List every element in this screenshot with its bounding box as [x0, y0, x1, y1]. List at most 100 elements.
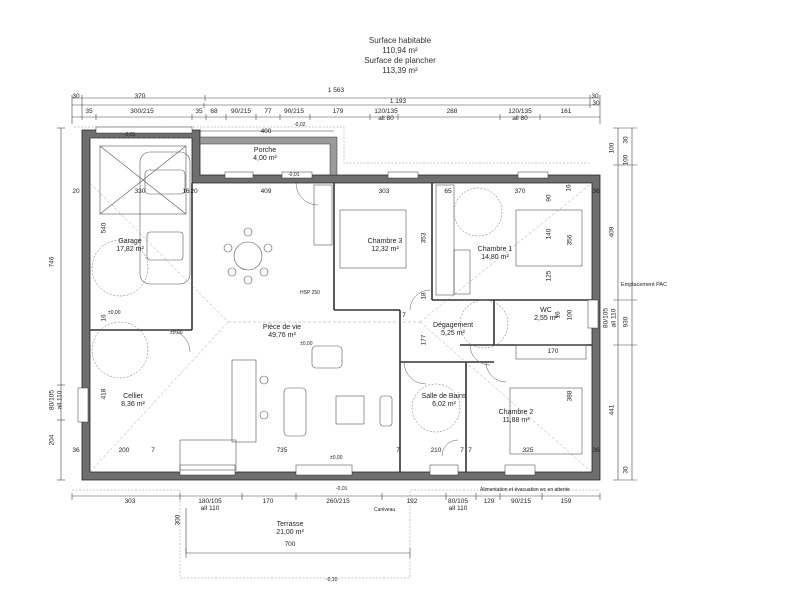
dim-r3-120b: 120/135 — [508, 108, 532, 115]
room-wc-area: 2,55 m² — [534, 315, 558, 322]
dim-bottom-90: 90/215 — [511, 498, 531, 505]
dim-terrace-700: 700 — [284, 541, 296, 548]
bedroom-furniture — [313, 184, 587, 455]
dim-garage-16: 16 — [182, 188, 190, 195]
roof-lines — [89, 137, 593, 473]
dim-36: 36 — [592, 188, 600, 195]
dim-right-100b: 100 — [622, 154, 630, 166]
dim-living-409: 409 — [260, 188, 272, 195]
surface-plancher-value: 113,39 m² — [382, 66, 418, 75]
room-chambre3-name: Chambre 3 — [367, 238, 403, 245]
dim-210: 210 — [430, 447, 442, 454]
note-caniveau: Caniveau — [374, 507, 396, 513]
dim-top-370: 370 — [134, 93, 146, 100]
dim-bottom-129: 129 — [483, 498, 495, 505]
dim-porch-400: 400 — [260, 128, 272, 135]
dim-top-1193: 1 193 — [389, 98, 407, 105]
dim-bottom-all110b: all 110 — [448, 505, 468, 512]
dim-r3-35a: 35 — [85, 108, 93, 115]
room-piece-de-vie-name: Pièce de vie — [262, 324, 302, 331]
room-cellier-name: Cellier — [123, 393, 143, 400]
dim-bottom-260: 260/215 — [326, 498, 350, 505]
room-salle-de-bains-area: 6,02 m² — [432, 401, 456, 408]
room-chambre2-area: 11,88 m² — [502, 417, 530, 424]
level-cellier-b: ±0,00 — [170, 330, 183, 336]
room-salle-de-bains-name: Salle de Bains — [421, 393, 467, 400]
room-piece-de-vie-area: 49,76 m² — [268, 332, 296, 339]
level-bottom-wall: ±0,00 — [330, 455, 343, 461]
dim-353: 353 — [420, 232, 428, 244]
level-cellier-a: ±0,00 — [108, 310, 121, 316]
garage-car — [99, 145, 191, 285]
dim-terrace-300: 300 — [174, 514, 182, 526]
dim-r3-90b: 90/215 — [284, 108, 304, 115]
dim-7-a: 7 — [402, 312, 406, 319]
dimension-lines — [57, 95, 637, 558]
dim-140: 140 — [545, 228, 553, 240]
dim-125: 125 — [545, 270, 553, 282]
dim-right-80-105: 80/105 — [602, 308, 610, 328]
dim-right-30b: 30 — [622, 466, 630, 474]
dim-right-930: 930 — [622, 316, 630, 328]
level-top-a: -0,01 — [124, 132, 136, 138]
dim-garage-330: 330 — [134, 188, 146, 195]
dim-325: 325 — [522, 447, 534, 454]
dim-r3-179: 179 — [332, 108, 344, 115]
dim-left-all110: all 110 — [56, 390, 64, 410]
dim-right-all110: all 110 — [610, 308, 618, 328]
interior-walls — [90, 183, 592, 472]
room-garage-area: 17,82 m² — [116, 246, 144, 253]
living-furniture — [179, 227, 393, 471]
dim-36-br: 36 — [592, 447, 600, 454]
level-top-b: -0,02 — [294, 122, 306, 128]
level-terrace: -0,10 — [326, 577, 338, 583]
surface-habitable-label: Surface habitable — [368, 36, 432, 45]
room-cellier-area: 8,36 m² — [121, 401, 145, 408]
dim-bottom-192: 192 — [406, 498, 418, 505]
dim-100: 100 — [566, 309, 574, 321]
dim-bottom-80-105: 80/105 — [448, 498, 468, 505]
dim-bottom-159: 159 — [560, 498, 572, 505]
dim-r3-all80a: all 80 — [378, 115, 394, 122]
dim-200: 200 — [118, 447, 130, 454]
dim-20-garage: 20 — [190, 188, 198, 195]
dim-top-total: 1 563 — [327, 87, 345, 94]
dim-bottom-170: 170 — [262, 498, 274, 505]
dim-356: 356 — [566, 234, 574, 246]
dim-170: 170 — [547, 348, 559, 355]
dim-7-c: 7 — [396, 447, 400, 454]
dim-bottom-all110a: all 110 — [200, 505, 220, 512]
dim-bottom-180: 180/105 — [198, 498, 222, 505]
surface-habitable-value: 110,94 m² — [382, 46, 418, 55]
dim-204: 204 — [48, 434, 56, 446]
dim-right-441: 441 — [608, 404, 616, 416]
dim-ch3-303: 303 — [378, 188, 390, 195]
note-hsp: HSP 250 — [300, 290, 320, 296]
room-wc-name: WC — [540, 307, 552, 314]
dim-r3-90a: 90/215 — [231, 108, 251, 115]
room-terrasse-area: 21,00 m² — [276, 529, 304, 536]
dim-177: 177 — [420, 334, 428, 346]
dim-36-bl: 36 — [72, 447, 80, 454]
doors — [167, 182, 507, 457]
room-porche-area: 4,00 m² — [253, 155, 277, 162]
level-porch: -0,01 — [288, 172, 300, 178]
dim-735: 735 — [276, 447, 288, 454]
dim-7-d: 7 — [460, 447, 464, 454]
dim-r3-300: 300/215 — [130, 108, 154, 115]
room-chambre2-name: Chambre 2 — [498, 409, 534, 416]
note-alimentation: Alimentation et évacuation wc en attente — [480, 487, 570, 493]
room-chambre3-area: 12,32 m² — [371, 246, 399, 253]
dim-garage-540: 540 — [100, 222, 108, 234]
room-porche-name: Porche — [253, 147, 277, 154]
dim-left-80-105: 80/105 — [48, 390, 56, 410]
dim-top-30-b: 30 — [592, 100, 600, 107]
dim-7-b: 7 — [151, 447, 155, 454]
dim-r3-77: 77 — [264, 108, 272, 115]
dim-top-30-left: 30 — [72, 93, 80, 100]
room-garage-name: Garage — [118, 238, 142, 245]
dim-418: 418 — [100, 388, 108, 400]
room-terrasse-name: Terrasse — [276, 521, 304, 528]
dim-right-100a: 100 — [608, 142, 616, 154]
